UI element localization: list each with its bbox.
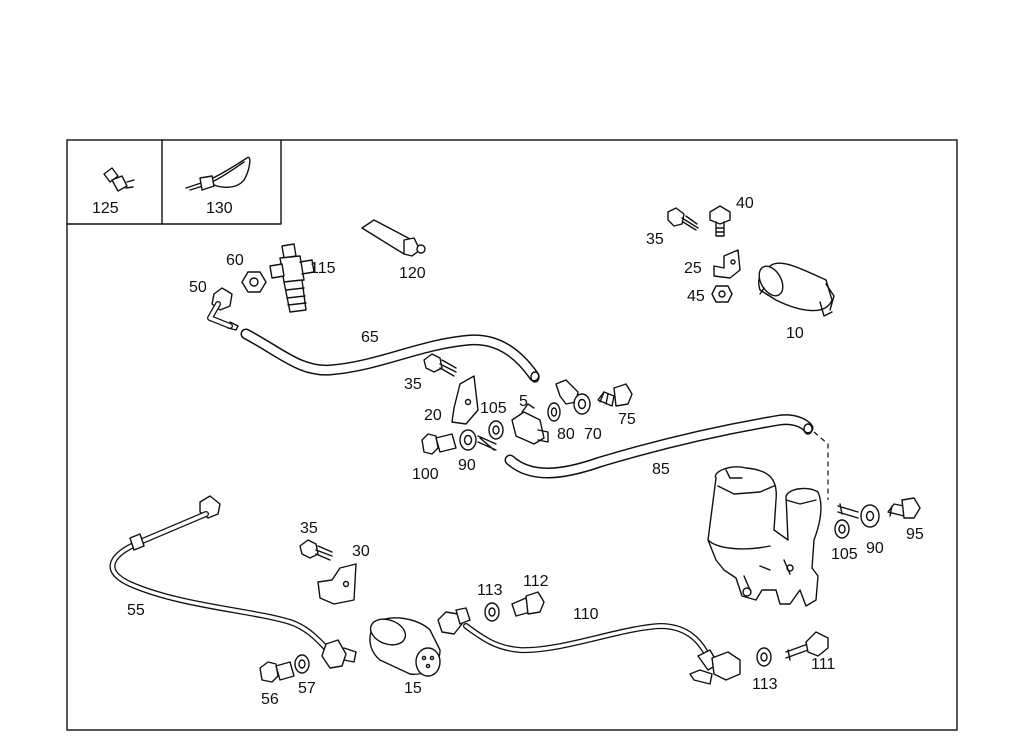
part-75-bolt-icon: [597, 383, 633, 407]
label-120: 120: [399, 265, 426, 282]
reservoir-assembly-icon: [707, 466, 822, 607]
label-80: 80: [557, 426, 575, 443]
label-85: 85: [652, 461, 670, 478]
label-130: 130: [206, 200, 233, 217]
label-65: 65: [361, 329, 379, 346]
part-5-valve-icon: [511, 403, 549, 445]
part-40-bolt-icon: [709, 205, 731, 237]
part-111-bolt-icon: [785, 631, 829, 661]
part-70-elbow-icon: [555, 379, 591, 415]
part-113-washer-icon-b: [756, 647, 772, 667]
diagram-frame: [66, 139, 958, 731]
part-100-bolt-icon: [421, 433, 457, 455]
part-65-hose-icon: [240, 328, 540, 383]
label-25: 25: [684, 260, 702, 277]
label-35-b: 35: [404, 376, 422, 393]
part-105-washer-icon-b: [834, 519, 850, 539]
label-100: 100: [412, 466, 439, 483]
label-90-a: 90: [458, 457, 476, 474]
label-115: 115: [310, 260, 336, 277]
label-5: 5: [519, 393, 528, 410]
label-56: 56: [261, 691, 279, 708]
label-95: 95: [906, 526, 924, 543]
label-113-a: 113: [477, 582, 503, 599]
part-57-washer-icon: [294, 654, 310, 674]
part-115-fitting-icon: [269, 243, 315, 313]
label-60: 60: [226, 252, 244, 269]
part-90-fitting-icon-b: [837, 503, 880, 528]
part-112-bolt-icon: [511, 591, 545, 617]
part-95-bolt-icon: [887, 497, 921, 519]
part-85-hose-icon: [504, 414, 814, 479]
part-35-bolt-icon-b: [423, 353, 457, 377]
label-110: 110: [573, 606, 599, 623]
label-105-b: 105: [831, 546, 858, 563]
label-125: 125: [92, 200, 119, 217]
label-90-b: 90: [866, 540, 884, 557]
inset-box-130: [161, 139, 282, 225]
part-45-nut-icon: [711, 285, 733, 303]
part-35-bolt-icon-c: [299, 539, 333, 561]
part-30-bracket-icon: [317, 563, 357, 605]
label-50: 50: [189, 279, 207, 296]
label-112: 112: [523, 573, 549, 590]
label-45: 45: [687, 288, 705, 305]
part-120-grease-tube-icon: [361, 219, 426, 257]
part-56-bolt-icon: [259, 661, 295, 683]
label-113-b: 113: [752, 676, 778, 693]
label-57: 57: [298, 680, 316, 697]
part-105-washer-icon-a: [488, 420, 504, 440]
label-55: 55: [127, 602, 145, 619]
label-15: 15: [404, 680, 422, 697]
part-15-sensor-icon: [369, 617, 441, 677]
part-10-pump-icon: [758, 262, 835, 317]
label-35-c: 35: [300, 520, 318, 537]
part-35-bolt-icon-a: [667, 207, 699, 231]
part-25-bracket-icon: [713, 249, 741, 279]
part-110-pipe-icon: [437, 607, 741, 685]
label-10: 10: [786, 325, 804, 342]
part-90-fitting-icon-a: [459, 429, 497, 451]
label-40: 40: [736, 195, 754, 212]
hose-connection-dashed-line: [813, 431, 829, 500]
label-111: 111: [811, 656, 835, 673]
part-50-pipe-end-icon: [207, 287, 239, 331]
part-55-brake-pipe-icon: [109, 495, 357, 669]
label-70: 70: [584, 426, 602, 443]
part-60-nut-icon: [241, 271, 267, 293]
part-113-washer-icon-a: [484, 602, 500, 622]
label-105-a: 105: [480, 400, 507, 417]
label-35-a: 35: [646, 231, 664, 248]
part-20-bracket-icon: [451, 375, 479, 425]
part-80-washer-icon: [547, 402, 561, 422]
label-75: 75: [618, 411, 636, 428]
label-20: 20: [424, 407, 442, 424]
part-125-connector-icon: [103, 167, 135, 192]
label-30: 30: [352, 543, 370, 560]
part-130-cable-tie-icon: [185, 156, 251, 191]
